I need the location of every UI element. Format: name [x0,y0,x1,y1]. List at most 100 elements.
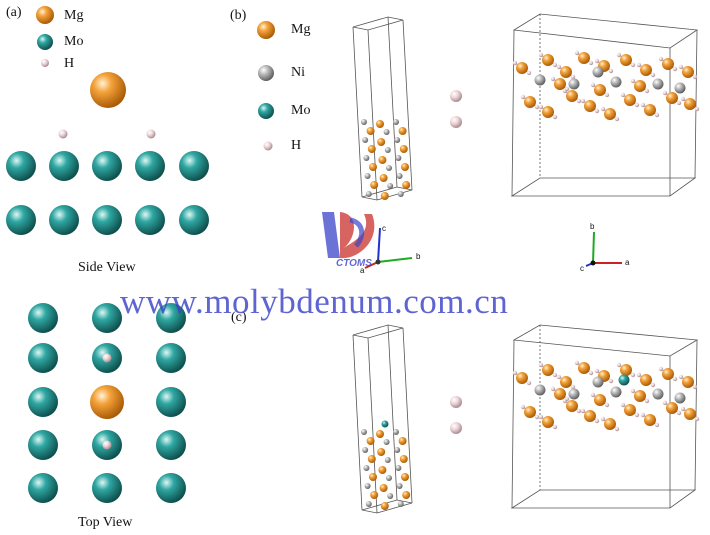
mo-top-atom [28,343,58,373]
mg-atom [666,402,678,414]
h-atom [654,112,660,118]
mg-atom [640,374,652,386]
h-atom [614,116,620,122]
ni-atom [592,376,604,388]
h-atom [588,370,594,376]
legend-b-h-label: H [291,138,302,153]
mg-atom [542,106,554,118]
mg-atom [524,96,536,108]
h-atom [658,366,664,372]
mg-atom [634,390,646,402]
panel-b-atoms-right [512,50,700,122]
watermark-text: www.molybdenum.com.cn [120,282,509,321]
h-top-atom [102,440,112,450]
mo-top-atom [28,387,58,417]
ni-atom [364,173,371,179]
h-atom [650,72,656,78]
panel-c-atoms-left [361,420,411,510]
mg-atom [369,163,377,171]
panel-b-atoms-left [361,119,411,200]
mg-atom [377,138,386,146]
mg-atom [398,127,407,135]
h-atom [616,52,622,58]
mg-atom [401,473,409,481]
h-atom [604,92,610,98]
mg-atom [370,181,379,189]
h-atom [672,376,678,382]
h-atom [590,82,596,88]
mg-atom [682,376,694,388]
axis-triad-b [364,227,413,269]
mo-top-atom [156,343,186,373]
h-atom [616,362,622,368]
ni-atom [393,429,399,435]
mg-atom [684,408,696,420]
mg-atom [402,181,411,189]
mg-atom [620,54,632,66]
axis-b-right-label: b [590,222,595,231]
mg-atom [370,491,379,499]
ni-atom [395,155,402,161]
mg-atom [376,120,384,128]
mo-surface-atom [135,151,165,181]
mg-atom [584,410,596,422]
legend-a-mg-label: Mg [64,8,84,23]
h-atom [574,50,580,56]
ni-atom [394,447,401,453]
mo-top-atom [92,473,122,503]
legend-b-h-icon [263,141,273,151]
mg-atom [620,364,632,376]
ni-atom [384,147,391,153]
mo-top-atom [156,387,186,417]
panel-c-atoms-right [512,360,700,432]
mg-atom [369,473,377,481]
h-atom [634,412,640,418]
h-atom [588,60,594,66]
h-atom [570,74,576,80]
mg-atom [379,484,388,492]
mg-atom [366,127,375,135]
mg-atom [560,66,572,78]
h-atom [644,398,650,404]
h-atom [594,368,600,374]
mo-sublayer-atom [179,205,209,235]
h-atom [538,104,544,110]
mg-atom [566,400,578,412]
legend-b-ni-label: Ni [291,65,305,80]
mg-atom [578,52,590,64]
mo-sublayer-atom [135,205,165,235]
h-atom [636,372,642,378]
mg-atom [666,92,678,104]
mg-atom [378,156,387,164]
panel-c-label: (c) [231,310,247,325]
ni-atom [397,191,404,197]
panel-c-unit-cell-left [352,324,413,514]
mg-atom [604,108,616,120]
mo-top-atom [28,430,58,460]
axis-a-right-label: a [625,258,630,267]
h-atom [630,78,636,84]
h-atom [564,396,570,402]
h-atom [564,86,570,92]
h-atom [520,404,526,410]
mg-atom [376,430,384,438]
h-atom [556,374,562,380]
mg-atom [367,145,376,153]
mg-atom [682,66,694,78]
mg-atom [380,502,389,510]
ni-atom [592,66,604,78]
h-atom [594,108,600,114]
ni-atom [534,384,546,396]
mg-atom [634,80,646,92]
legend-b-mg-icon [257,21,275,39]
mg-atom [379,174,388,182]
mg-atom [378,466,387,474]
mo-top-atom [156,430,186,460]
mg-atom [594,394,606,406]
mg-atom [367,455,376,463]
panel-a-atoms [6,72,209,503]
legend-b-mg-label: Mg [291,22,311,37]
ni-atom [383,439,390,445]
ni-atom [396,483,403,489]
